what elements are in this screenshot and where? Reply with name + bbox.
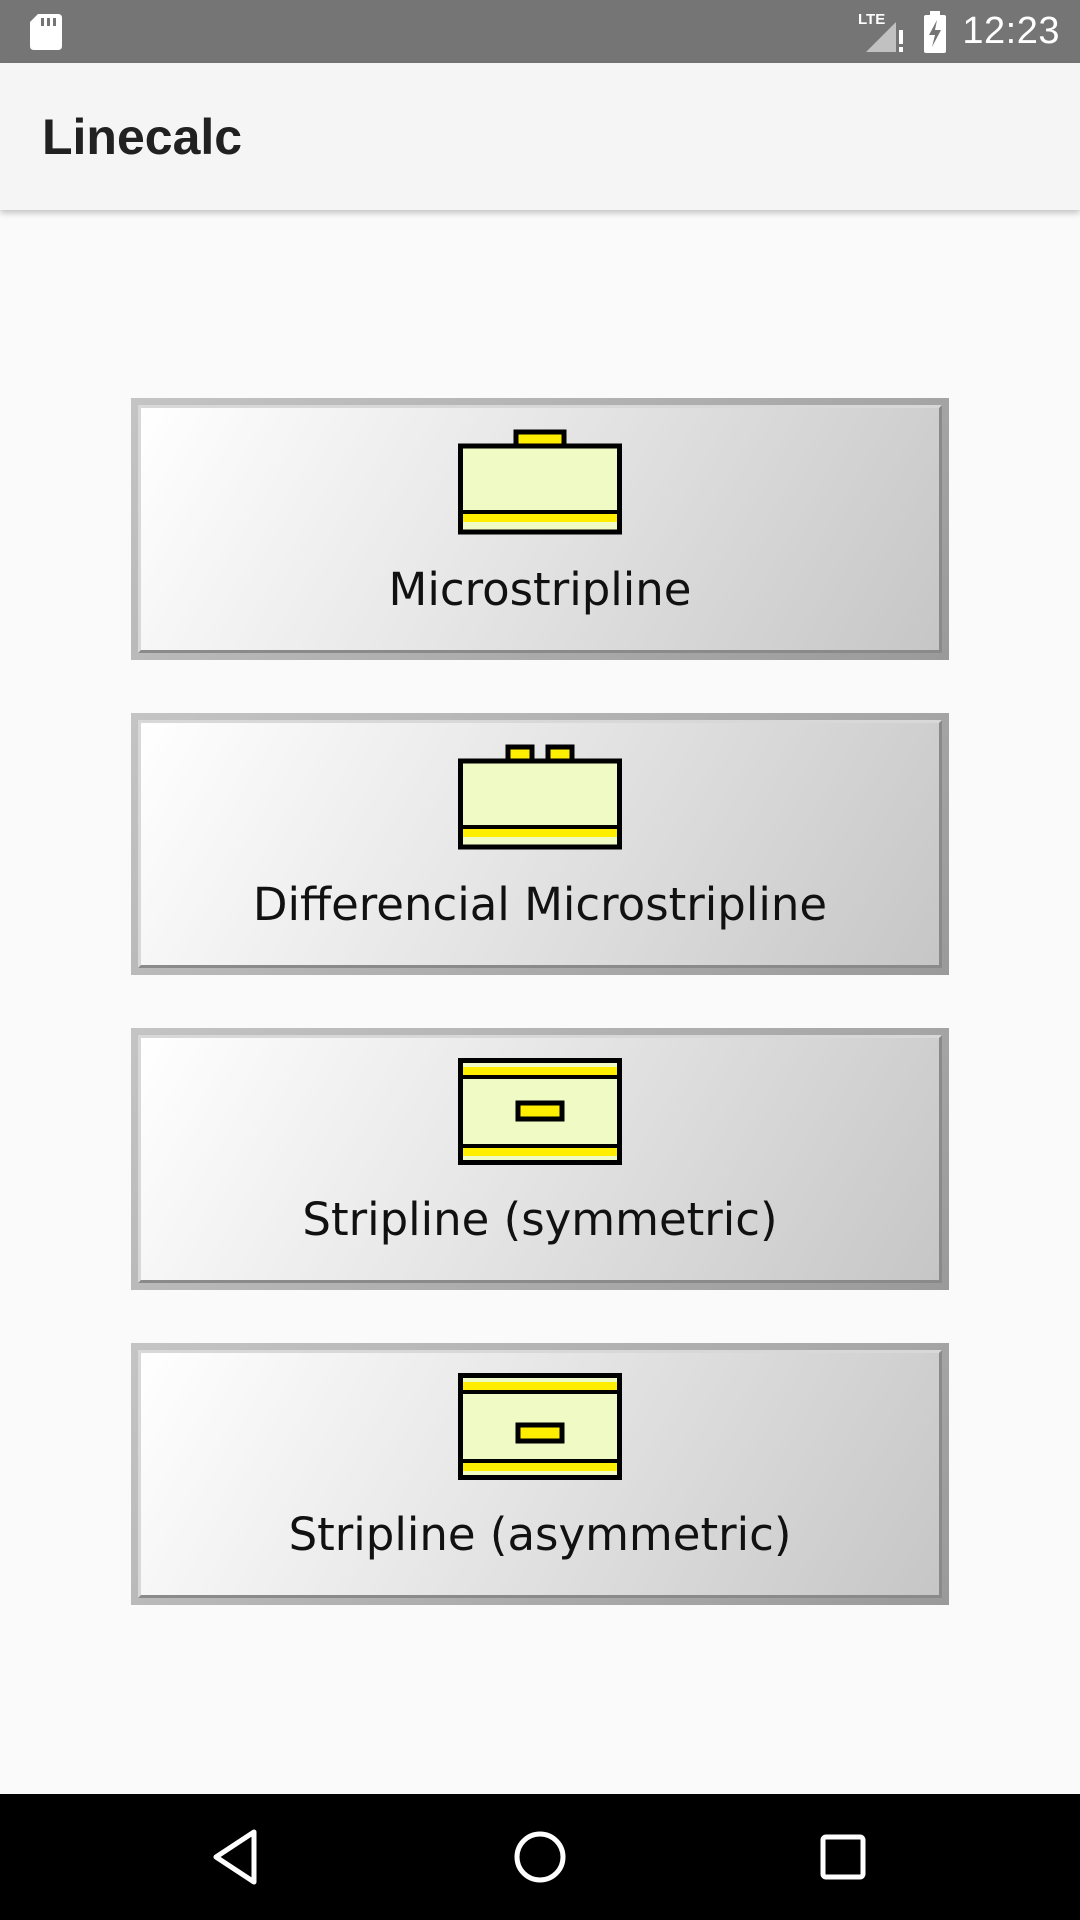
stripline-asymmetric-label: Stripline (asymmetric): [288, 1508, 792, 1561]
stripline-symmetric-label: Stripline (symmetric): [302, 1193, 778, 1246]
differential-microstripline-label: Differencial Microstripline: [252, 878, 828, 931]
app-title: Linecalc: [42, 109, 243, 165]
stripline-symmetric-icon: [458, 1058, 622, 1165]
home-icon[interactable]: [507, 1824, 573, 1890]
sd-card-icon: [30, 14, 62, 50]
microstripline-label: Microstripline: [388, 563, 692, 616]
battery-charging-icon: [924, 10, 947, 53]
navigation-bar: [0, 1794, 1080, 1920]
signal-icon: LTE: [858, 11, 904, 52]
differential-microstripline-button[interactable]: Differencial Microstripline: [131, 713, 949, 975]
differential-microstrip-icon: [458, 744, 622, 850]
back-icon[interactable]: [204, 1824, 270, 1890]
network-type-label: LTE: [858, 11, 885, 28]
microstripline-button[interactable]: Microstripline: [131, 398, 949, 660]
stripline-asymmetric-icon: [458, 1373, 622, 1480]
status-time: 12:23: [962, 10, 1060, 52]
status-bar: LTE 12:23: [0, 0, 1080, 63]
microstrip-icon: [458, 429, 622, 535]
stripline-symmetric-button[interactable]: Stripline (symmetric): [131, 1028, 949, 1290]
app-bar: Linecalc: [0, 63, 1080, 210]
stripline-asymmetric-button[interactable]: Stripline (asymmetric): [131, 1343, 949, 1605]
recents-icon[interactable]: [810, 1824, 876, 1890]
